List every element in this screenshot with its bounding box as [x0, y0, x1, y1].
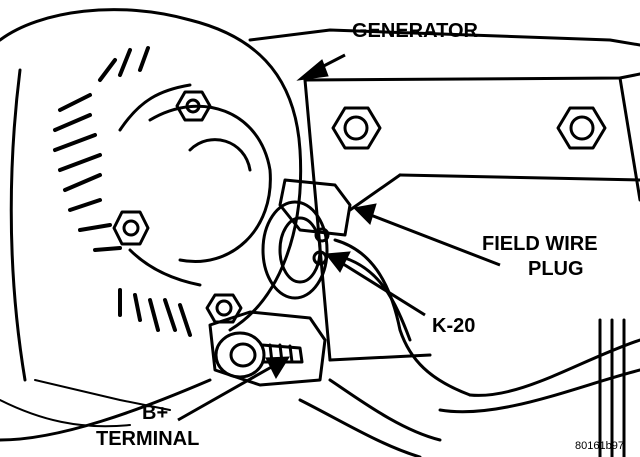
generator-bolt-lower: [205, 293, 243, 324]
k20-label: K-20: [432, 315, 476, 337]
generator-bolt-middle: [112, 210, 150, 246]
cooling-fins: [53, 46, 192, 337]
field-wire-label-line1: FIELD WIRE: [482, 233, 598, 255]
field-wire-label-line2: PLUG: [528, 258, 584, 280]
bracket-bolt-right: [556, 106, 607, 150]
mounting-bracket: [248, 28, 640, 362]
bplus-label-line1: B+: [142, 402, 169, 424]
field-wire-plug: [261, 178, 352, 300]
wiring-harness: [298, 238, 640, 457]
figure-code: 80161b97: [575, 440, 624, 452]
leader-arrows: [177, 53, 501, 422]
bracket-bolt-left: [331, 106, 382, 150]
generator-label: GENERATOR: [352, 20, 478, 42]
generator-bolt-top: [175, 90, 212, 122]
bplus-label-line2: TERMINAL: [96, 428, 200, 450]
bplus-terminal: [208, 310, 327, 387]
